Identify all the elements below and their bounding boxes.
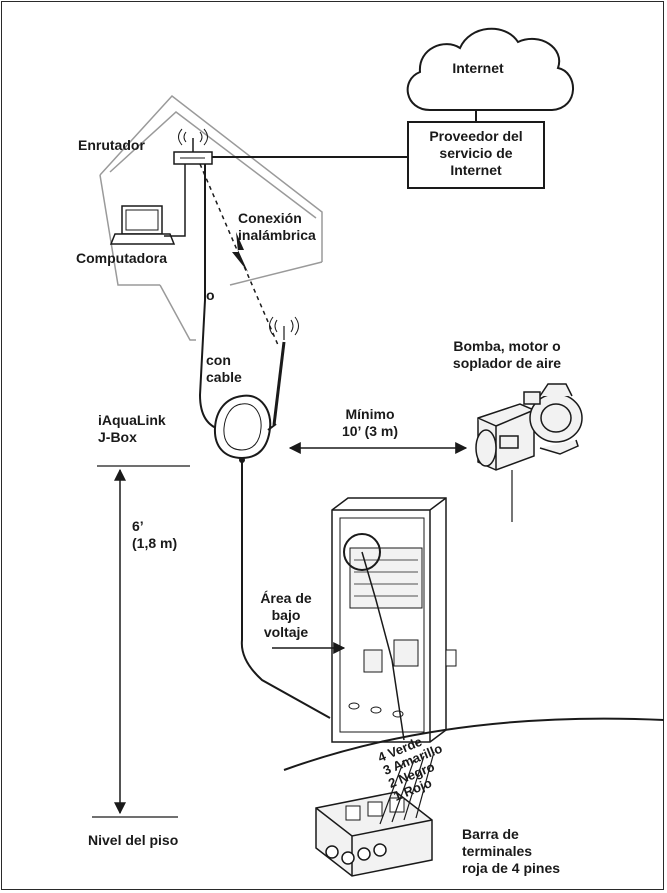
low-voltage-label-line: voltaje xyxy=(263,624,309,640)
terminal-strip-icon xyxy=(315,751,435,877)
terminal-strip-label: Barra de terminales roja de 4 pines xyxy=(462,826,560,877)
distance-label-line: Mínimo xyxy=(345,406,395,422)
pump-label-line: Bomba, motor o xyxy=(453,338,561,354)
height-label: 6’ (1,8 m) xyxy=(132,518,177,552)
floor-label: Nivel del piso xyxy=(88,832,179,848)
house-outline xyxy=(99,94,323,341)
terminal-strip-label-line: terminales xyxy=(462,843,533,859)
computer-icon xyxy=(109,205,176,245)
jbox-label-line: J-Box xyxy=(98,429,137,445)
jbox-icon xyxy=(213,316,299,463)
lightning-icon xyxy=(232,232,248,272)
isp-label-line: servicio de xyxy=(439,145,513,161)
low-voltage-label-line: bajo xyxy=(271,607,301,623)
computer-router-cable xyxy=(164,164,186,237)
internet-cloud-icon xyxy=(406,27,574,111)
jbox-label-line: iAquaLink xyxy=(98,412,166,428)
terminal-strip-label-line: roja de 4 pines xyxy=(462,860,561,876)
internet-label: Internet xyxy=(452,60,504,76)
low-voltage-label-line: Área de xyxy=(260,590,312,606)
ground-arc xyxy=(283,717,665,771)
wired-label: con cable xyxy=(206,352,242,386)
or-label: o xyxy=(206,287,215,303)
wireless-label: Conexión inalámbrica xyxy=(238,210,316,244)
wired-label-line: con xyxy=(206,352,231,368)
jbox-panel-cable xyxy=(240,462,331,719)
control-panel-icon xyxy=(331,497,457,743)
wireless-label-line: Conexión xyxy=(238,210,302,226)
distance-label: Mínimo 10’ (3 m) xyxy=(310,406,430,440)
router-label: Enrutador xyxy=(78,137,145,153)
wired-label-line: cable xyxy=(206,369,242,385)
pump-icon xyxy=(475,383,583,471)
pump-label-line: soplador de aire xyxy=(452,355,562,371)
jbox-label: iAquaLink J-Box xyxy=(98,412,166,446)
distance-label-line: 10’ (3 m) xyxy=(341,423,399,439)
height-label-line: (1,8 m) xyxy=(132,535,178,551)
terminal-strip-label-line: Barra de xyxy=(462,826,519,842)
height-label-line: 6’ xyxy=(132,518,144,534)
computer-label: Computadora xyxy=(76,250,167,266)
pump-label: Bomba, motor o soplador de aire xyxy=(432,338,582,372)
isp-label-line: Internet xyxy=(450,162,502,178)
isp-label-line: Proveedor del xyxy=(429,128,523,144)
isp-box xyxy=(407,121,545,189)
low-voltage-label: Área de bajo voltaje xyxy=(246,590,326,641)
isp-label: Proveedor del servicio de Internet xyxy=(408,128,544,179)
wireless-label-line: inalámbrica xyxy=(238,227,316,243)
